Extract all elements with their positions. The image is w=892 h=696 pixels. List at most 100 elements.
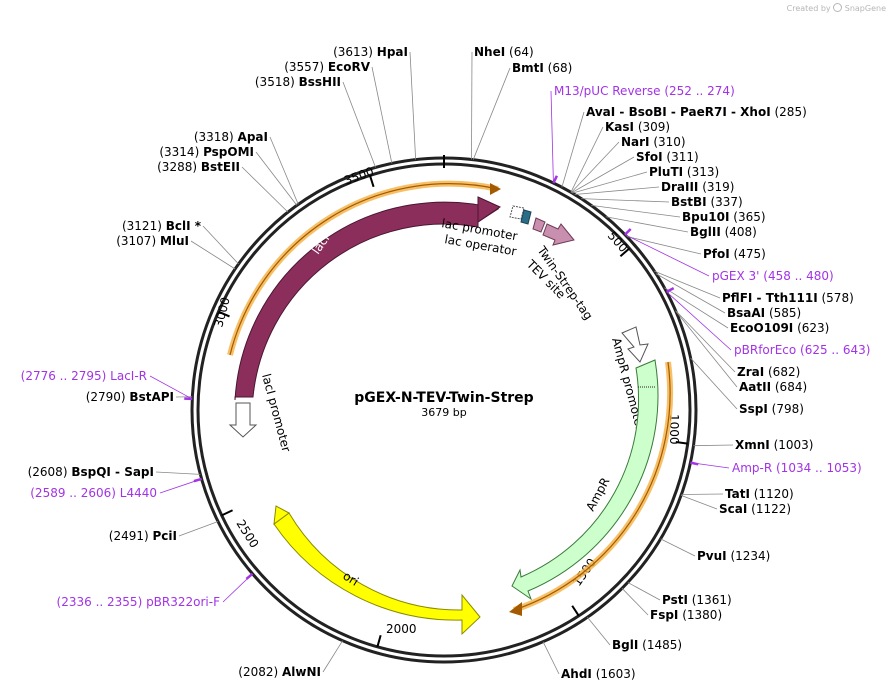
enzyme-site-avai[interactable]: AvaI - BsoBI - PaeR7I - XhoI (285)	[586, 105, 807, 119]
enzyme-site-pflfi[interactable]: PflFI - Tth111I (578)	[722, 291, 854, 305]
tick-mark	[222, 510, 233, 515]
primer-laci-r[interactable]: (2776 .. 2795) LacI-R	[21, 369, 147, 383]
name-text: PciI	[153, 529, 178, 543]
enzyme-site-zrai[interactable]: ZraI (682)	[737, 365, 800, 379]
primer-pbr322ori-f[interactable]: (2336 .. 2355) pBR322ori-F	[57, 595, 221, 609]
name-text: BstAPI	[129, 390, 174, 404]
name-text: Bpu10I	[682, 210, 729, 224]
enzyme-site-ahdi-text: AhdI (1603)	[561, 667, 636, 681]
name-text: DraIII	[661, 180, 698, 194]
name-text: Amp-R	[732, 461, 772, 475]
enzyme-site-bsteii[interactable]: (3288) BstEII	[157, 160, 240, 174]
enzyme-site-tati[interactable]: TatI (1120)	[725, 487, 794, 501]
enzyme-site-aatii[interactable]: AatII (684)	[739, 380, 807, 394]
primer-pbr322ori-f-text: (2336 .. 2355) pBR322ori-F	[57, 595, 221, 609]
enzyme-site-pfoi[interactable]: PfoI (475)	[703, 247, 766, 261]
enzyme-site-apai[interactable]: (3318) ApaI	[194, 130, 268, 144]
position-text: (68)	[544, 61, 572, 75]
enzyme-site-xmni-text: XmnI (1003)	[735, 438, 813, 452]
name-text: SspI	[739, 402, 768, 416]
name-text: PluTI	[649, 165, 683, 179]
enzyme-site-bsaai[interactable]: BsaAI (585)	[727, 306, 801, 320]
position-text: (309)	[634, 120, 670, 134]
name-text: TatI	[725, 487, 750, 501]
enzyme-site-sfoi[interactable]: SfoI (311)	[636, 150, 699, 164]
position-text: (623)	[793, 321, 829, 335]
enzyme-site-alwni-text: (2082) AlwNI	[238, 665, 321, 679]
position-text: (475)	[730, 247, 766, 261]
position-text: (1120)	[750, 487, 794, 501]
site-labels: NheI (64) BmtI (68) AvaI - BsoBI - PaeR7I …	[21, 45, 871, 681]
plasmid-length: 3679 bp	[421, 406, 466, 419]
enzyme-site-hpai[interactable]: (3613) HpaI	[333, 45, 408, 59]
primer-m13-puc-reverse[interactable]: M13/pUC Reverse (252 .. 274)	[554, 84, 735, 98]
position-text: (684)	[771, 380, 807, 394]
enzyme-site-sfoi-text: SfoI (311)	[636, 150, 699, 164]
enzyme-site-ecoo109i[interactable]: EcoO109I (623)	[730, 321, 829, 335]
enzyme-site-ahdi[interactable]: AhdI (1603)	[561, 667, 636, 681]
enzyme-site-fspi[interactable]: FspI (1380)	[650, 608, 722, 622]
name-text: pBR322ori-F	[146, 595, 220, 609]
position-text: (337)	[707, 195, 743, 209]
primer-m13-puc-reverse-text: M13/pUC Reverse (252 .. 274)	[554, 84, 735, 98]
primer-pgex-3-[interactable]: pGEX 3' (458 .. 480)	[712, 269, 834, 283]
name-text: AatII	[739, 380, 771, 394]
leader-line	[242, 167, 288, 212]
enzyme-site-alwni[interactable]: (2082) AlwNI	[238, 665, 321, 679]
enzyme-site-bcli[interactable]: (3121) BclI *	[122, 219, 202, 233]
position-text: (3613)	[333, 45, 377, 59]
enzyme-site-pvui[interactable]: PvuI (1234)	[697, 549, 770, 563]
enzyme-site-bstbi[interactable]: BstBI (337)	[671, 195, 743, 209]
ampr-orf-arrowhead	[509, 602, 522, 616]
position-text: (1234)	[727, 549, 771, 563]
enzyme-site-pspomi[interactable]: (3314) PspOMI	[159, 145, 254, 159]
enzyme-site-pluti[interactable]: PluTI (313)	[649, 165, 719, 179]
primer-amp-r[interactable]: Amp-R (1034 .. 1053)	[732, 461, 862, 475]
leader-line	[628, 582, 660, 600]
enzyme-site-draiii[interactable]: DraIII (319)	[661, 180, 734, 194]
enzyme-site-pcii[interactable]: (2491) PciI	[109, 529, 177, 543]
enzyme-site-mlui[interactable]: (3107) MluI	[116, 234, 189, 248]
leader-line	[191, 241, 235, 269]
name-text: FspI	[650, 608, 678, 622]
enzyme-site-bspqi[interactable]: (2608) BspQI - SapI	[28, 465, 154, 479]
enzyme-site-ecorv[interactable]: (3557) EcoRV	[284, 60, 371, 74]
enzyme-site-bglii[interactable]: BglII (408)	[690, 225, 757, 239]
primer-l4440-text: (2589 .. 2606) L4440	[30, 486, 157, 500]
name-text: ScaI	[719, 502, 747, 516]
tick-mark	[377, 635, 380, 647]
primer-pbrforeco-text: pBRforEco (625 .. 643)	[734, 343, 870, 357]
leader-line	[587, 617, 610, 645]
leader-line	[581, 199, 669, 202]
enzyme-site-bglii-text: BglII (408)	[690, 225, 757, 239]
enzyme-site-nhei[interactable]: NheI (64)	[474, 45, 534, 59]
position-text: (1122)	[747, 502, 791, 516]
position-text: (578)	[818, 291, 854, 305]
primer-mark	[690, 463, 698, 465]
enzyme-site-bstapi-text: (2790) BstAPI	[86, 390, 174, 404]
enzyme-site-psti[interactable]: PstI (1361)	[662, 593, 732, 607]
enzyme-site-bsshii[interactable]: (3518) BssHII	[255, 75, 341, 89]
enzyme-site-bgli[interactable]: BglI (1485)	[612, 638, 682, 652]
position-text: (2082)	[238, 665, 282, 679]
laci-promoter-feature	[230, 403, 256, 437]
tick-mark	[572, 606, 579, 616]
position-text: (3107)	[116, 234, 160, 248]
enzyme-site-bmti-text: BmtI (68)	[512, 61, 572, 75]
enzyme-site-sspi[interactable]: SspI (798)	[739, 402, 804, 416]
enzyme-site-xmni[interactable]: XmnI (1003)	[735, 438, 813, 452]
enzyme-site-bpu10i[interactable]: Bpu10I (365)	[682, 210, 766, 224]
enzyme-site-kasi[interactable]: KasI (309)	[605, 120, 670, 134]
leader-line	[691, 358, 737, 409]
enzyme-site-tati-text: TatI (1120)	[725, 487, 794, 501]
enzyme-site-pluti-text: PluTI (313)	[649, 165, 719, 179]
enzyme-site-nari[interactable]: NarI (310)	[621, 135, 686, 149]
leader-line	[562, 112, 584, 187]
enzyme-site-bmti[interactable]: BmtI (68)	[512, 61, 572, 75]
primer-l4440[interactable]: (2589 .. 2606) L4440	[30, 486, 157, 500]
name-text: AvaI - BsoBI - PaeR7I - XhoI	[586, 105, 771, 119]
primer-pbrforeco[interactable]: pBRforEco (625 .. 643)	[734, 343, 870, 357]
position-text: (1003)	[770, 438, 814, 452]
enzyme-site-bstapi[interactable]: (2790) BstAPI	[86, 390, 174, 404]
enzyme-site-scai[interactable]: ScaI (1122)	[719, 502, 791, 516]
